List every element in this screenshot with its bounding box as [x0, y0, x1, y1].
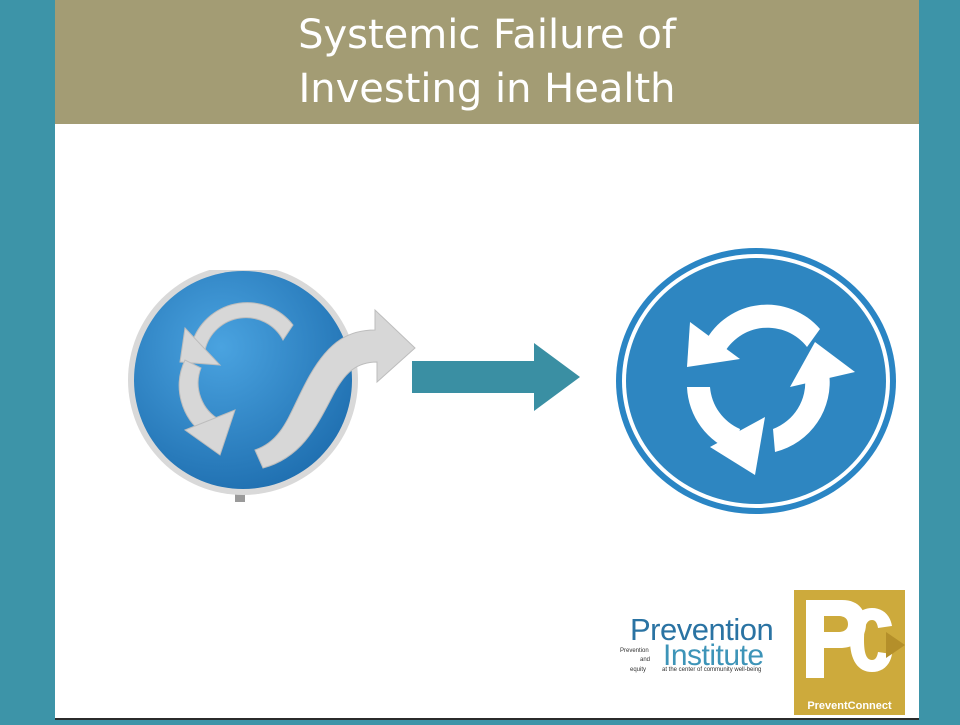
roundabout-arrowhead-top: [179, 326, 222, 366]
circular-arrowhead-right: [790, 342, 855, 387]
circular-arrow-right: [773, 372, 830, 452]
roundabout-arrowhead-left: [183, 409, 236, 456]
circular-arrow-top: [705, 304, 820, 355]
logo-small-and: and: [640, 657, 651, 663]
breakout-arrow: [254, 308, 416, 469]
logo-word-prevention: Prevention: [630, 612, 774, 647]
pc-logo-name: PreventConnect: [807, 700, 892, 712]
logo-small-prevention: Prevention: [620, 648, 649, 654]
sign-blue-face: [626, 258, 886, 504]
roundabout-sign-image: [616, 248, 896, 514]
circular-arrowhead-left: [710, 417, 765, 475]
pc-letters-mark: [806, 600, 905, 678]
slide-title: Systemic Failure of Investing in Health: [55, 8, 919, 116]
circular-arrowhead-top: [687, 322, 740, 367]
roundabout-arrow-top: [192, 302, 294, 351]
title-line-1: Systemic Failure of: [298, 12, 676, 58]
circular-arrow-left: [687, 387, 740, 452]
logo-tagline: at the center of community well-being: [662, 667, 762, 673]
transition-arrow-icon: [412, 343, 580, 411]
preventconnect-logo: PreventConnect: [794, 590, 905, 715]
logo-small-equity: equity: [630, 667, 647, 673]
logo-word-institute: Institute: [663, 639, 764, 672]
broken-roundabout-sign-image: [128, 270, 416, 502]
title-line-2: Investing in Health: [298, 66, 676, 112]
title-bar: Systemic Failure of Investing in Health: [55, 0, 919, 124]
prevention-institute-logo: Prevention Institute Prevention and equi…: [618, 612, 786, 682]
slide-bottom-edge: [55, 718, 919, 720]
